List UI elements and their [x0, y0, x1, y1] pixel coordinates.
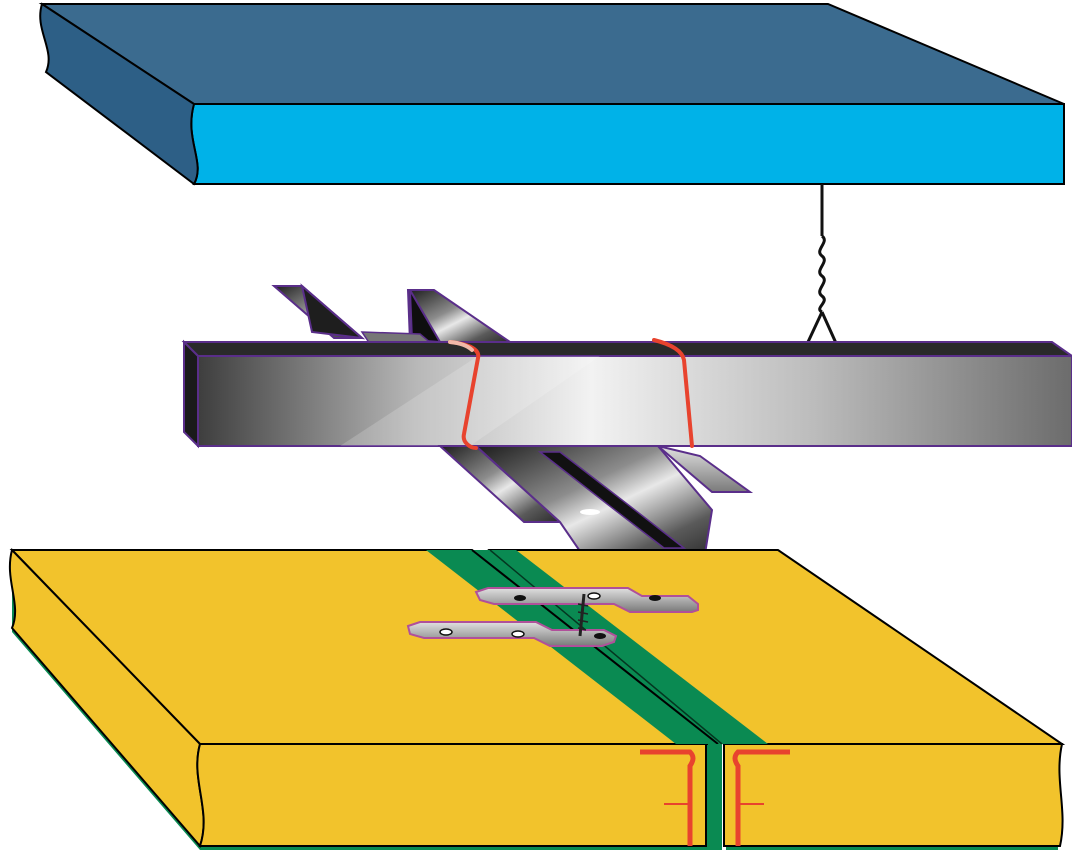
primary-channel-top-flange: [181, 341, 1072, 357]
primary-channel-web: [197, 355, 1072, 447]
screw: [577, 593, 589, 637]
left-panel-front: [196, 743, 707, 847]
right-panel-front: [723, 743, 1064, 847]
edge-profile-left: [640, 749, 696, 846]
tie-wire-right: [652, 338, 694, 448]
tie-wire-clips: [448, 338, 694, 450]
furring-channel: [437, 445, 754, 571]
concrete-slab: [38, 2, 1065, 186]
slab-front-face: [190, 103, 1065, 185]
primary-channel-left-lip: [183, 339, 199, 449]
furring-right-flange: [657, 445, 754, 493]
slab-top-face: [38, 2, 1065, 105]
edge-profile: [640, 749, 790, 846]
connector-plates: [406, 587, 699, 647]
primary-channel: [181, 339, 1072, 449]
edge-profile-right: [732, 749, 790, 846]
furring-channel-upper: [271, 283, 514, 345]
furring-inner-rib: [537, 451, 687, 549]
connector-plate-lower: [406, 621, 618, 647]
connector-plate-upper: [474, 587, 699, 613]
board-panels: [8, 548, 1066, 850]
slab-left-face: [39, 2, 199, 186]
